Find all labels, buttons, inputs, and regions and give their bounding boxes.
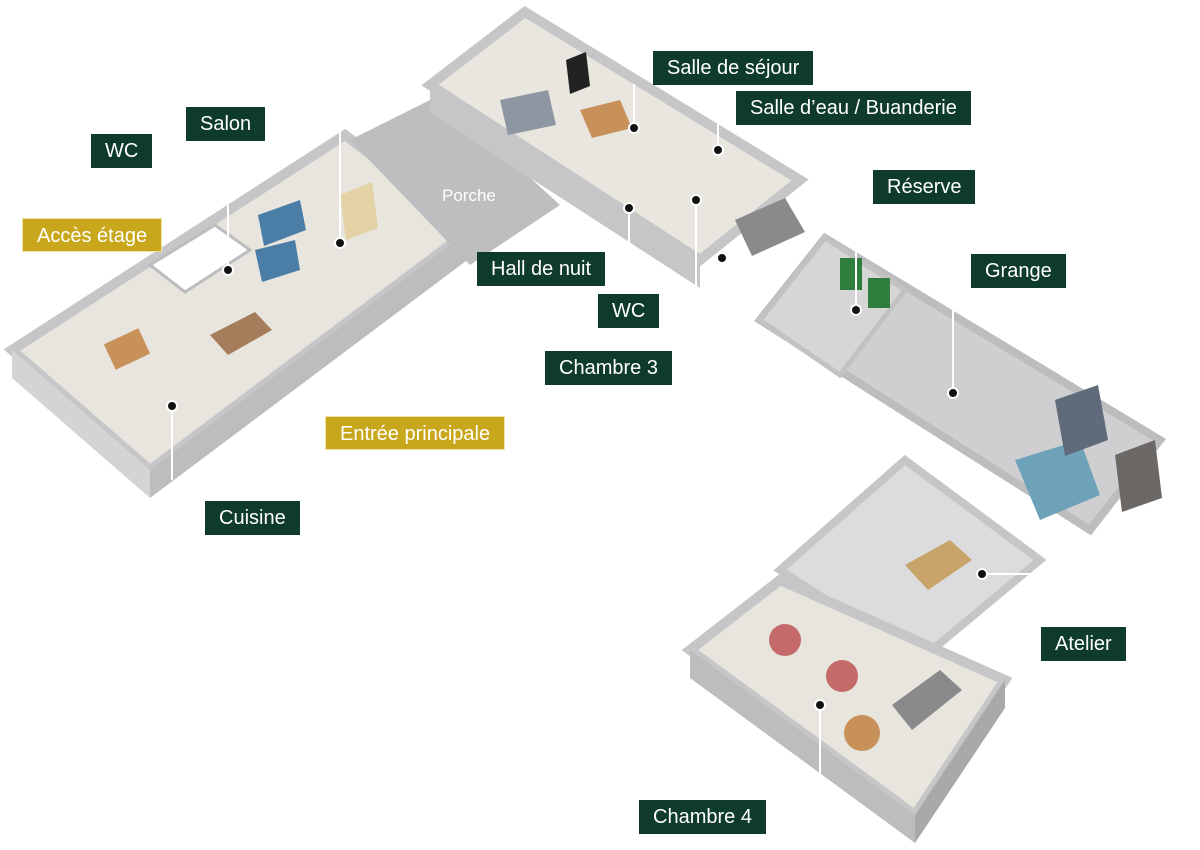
marker-salle-de-sejour xyxy=(628,122,640,134)
label-entree-principale: Entrée principale xyxy=(325,416,506,450)
sofa-grey xyxy=(500,90,556,135)
label-chambre-4: Chambre 4 xyxy=(639,800,766,834)
green-bin-1 xyxy=(840,258,862,290)
marker-cuisine xyxy=(166,400,178,412)
armchair-pink-2 xyxy=(826,660,858,692)
cabinet-grey xyxy=(1055,385,1108,456)
cabinet-dark xyxy=(1115,440,1162,512)
marker-grange xyxy=(947,387,959,399)
shelf-blue xyxy=(1015,440,1100,520)
stove-icon xyxy=(566,52,590,94)
marker-hall-de-nuit xyxy=(623,202,635,214)
marker-salle-deau xyxy=(712,144,724,156)
stair-block xyxy=(147,223,253,294)
fireplace xyxy=(340,182,378,240)
chambre-4-wall-right xyxy=(915,680,1005,843)
label-acces-etage: Accès étage xyxy=(22,218,163,252)
porch-area xyxy=(350,95,560,265)
marker-chambre-4 xyxy=(814,699,826,711)
green-bin-2 xyxy=(868,278,890,308)
label-wc-left: WC xyxy=(91,134,153,168)
west-wing xyxy=(3,128,479,498)
central-wing xyxy=(421,5,809,288)
sofa-blue-2 xyxy=(255,240,300,282)
marker-chambre-3 xyxy=(716,252,728,264)
marker-wc-mid xyxy=(690,194,702,206)
marker-reserve xyxy=(850,304,862,316)
central-wing-wall-front xyxy=(430,85,700,288)
south-wing xyxy=(681,454,1047,843)
leader-lines xyxy=(171,84,1056,778)
dining-table xyxy=(580,100,632,138)
kitchen-table xyxy=(103,328,151,370)
label-atelier: Atelier xyxy=(1041,627,1126,661)
round-table xyxy=(844,715,880,751)
marker-wc-left xyxy=(222,264,234,276)
sofa-blue-1 xyxy=(258,200,306,246)
marker-atelier xyxy=(976,568,988,580)
bed-chambre-4 xyxy=(892,670,962,730)
label-salle-deau: Salle d’eau / Buanderie xyxy=(736,91,971,125)
label-salon: Salon xyxy=(186,107,266,141)
west-wing-wall-right xyxy=(150,230,470,498)
room-markers xyxy=(166,122,988,711)
east-wing xyxy=(754,232,1166,536)
label-wc-mid: WC xyxy=(598,294,660,328)
chambre-4-wall-front xyxy=(690,650,915,843)
label-salle-de-sejour: Salle de séjour xyxy=(653,51,814,85)
bed-chambre-3 xyxy=(735,198,805,256)
label-cuisine: Cuisine xyxy=(205,501,300,535)
marker-salon xyxy=(334,237,346,249)
atelier-table xyxy=(905,540,972,590)
reserve-room xyxy=(756,234,909,379)
kitchen-counter xyxy=(210,312,272,355)
label-chambre-3: Chambre 3 xyxy=(545,351,672,385)
armchair-pink-1 xyxy=(769,624,801,656)
label-grange: Grange xyxy=(971,254,1066,288)
label-hall-de-nuit: Hall de nuit xyxy=(477,252,606,286)
label-porche: Porche xyxy=(442,186,496,205)
west-wing-wall-front xyxy=(12,350,150,498)
label-reserve: Réserve xyxy=(873,170,976,204)
